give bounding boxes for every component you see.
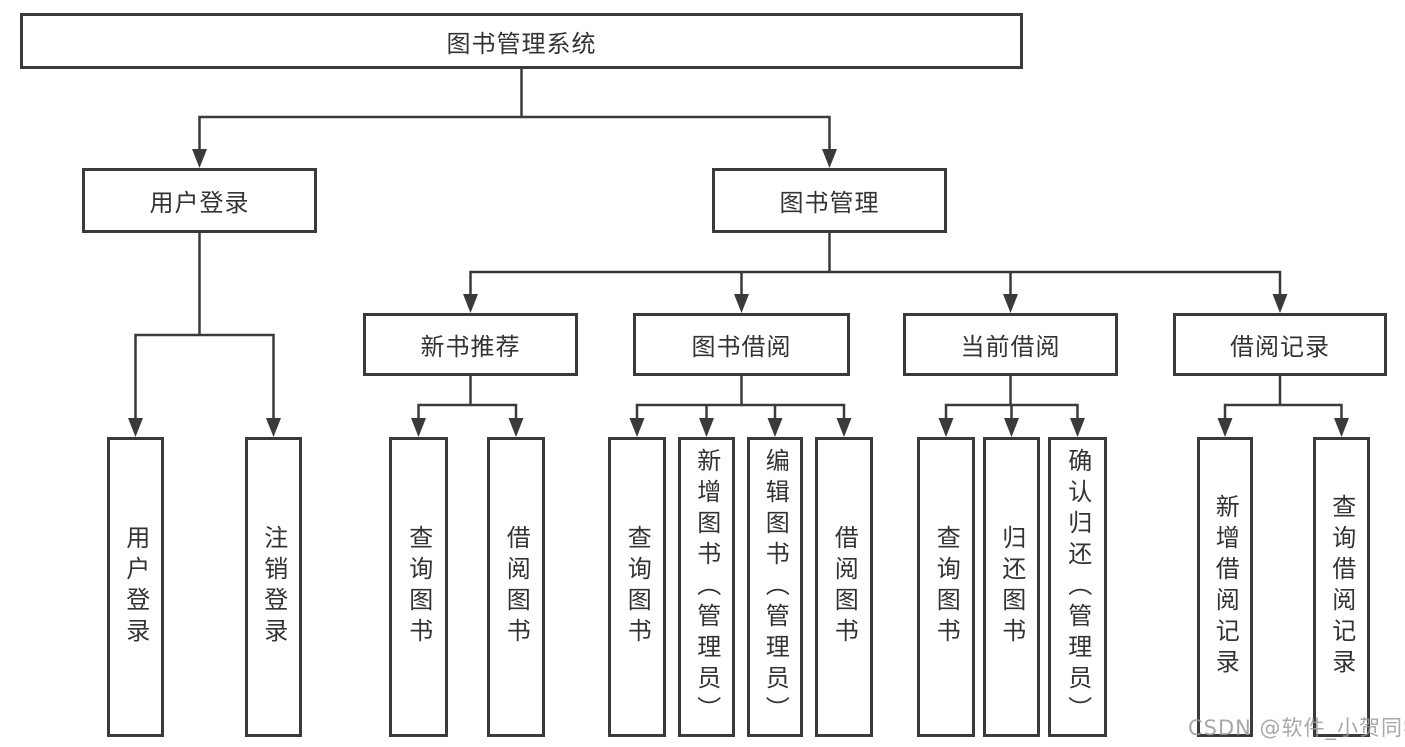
node-user-login-leaf: 用户登录 <box>107 437 164 737</box>
node-query-books-current: 查询图书 <box>917 437 975 737</box>
node-label: 当前借阅 <box>960 333 1061 361</box>
node-new-book-recommend: 新书推荐 <box>363 313 578 376</box>
node-label: 新书推荐 <box>420 333 521 361</box>
node-label: 编辑图书（管理员） <box>761 447 790 727</box>
connector-book-management-children <box>463 233 1288 313</box>
arrow-down-icon <box>699 418 714 437</box>
node-label: 图书管理系统 <box>446 29 597 58</box>
node-label: 图书管理 <box>779 189 880 217</box>
node-library-system: 图书管理系统 <box>20 13 1023 69</box>
arrow-down-icon <box>508 418 524 437</box>
node-borrow-books-leaf: 借阅图书 <box>815 437 873 737</box>
node-label: 新增借阅记录 <box>1211 494 1240 680</box>
node-label: 归还图书 <box>997 525 1026 649</box>
node-query-borrow-record: 查询借阅记录 <box>1313 437 1370 737</box>
arrow-down-icon <box>1334 418 1349 437</box>
node-book-management: 图书管理 <box>712 168 947 233</box>
node-label: 查询借阅记录 <box>1327 494 1356 680</box>
node-label: 借阅图书 <box>830 525 859 649</box>
node-borrow-books-recommend: 借阅图书 <box>487 437 545 737</box>
node-edit-book-admin: 编辑图书（管理员） <box>747 437 803 737</box>
node-query-books-borrow: 查询图书 <box>608 437 666 737</box>
connector-current-borrow-children <box>938 376 1085 437</box>
node-current-borrow: 当前借阅 <box>903 313 1118 376</box>
arrow-down-icon <box>1004 418 1019 437</box>
node-label: 用户登录 <box>121 525 150 649</box>
arrow-down-icon <box>938 418 954 437</box>
arrow-down-icon <box>463 294 478 313</box>
node-label: 新增图书（管理员） <box>692 447 721 727</box>
arrow-down-icon <box>128 418 143 437</box>
node-label: 图书借阅 <box>691 333 792 361</box>
node-borrow-records: 借阅记录 <box>1173 313 1387 376</box>
node-label: 注销登录 <box>259 525 288 649</box>
connector-borrow-records-children <box>1217 376 1349 437</box>
watermark: CSDN @软件_小贺同学 <box>1188 716 1405 740</box>
node-logout-leaf: 注销登录 <box>245 437 302 737</box>
arrow-down-icon <box>1003 294 1018 313</box>
arrow-down-icon <box>1272 294 1288 313</box>
arrow-down-icon <box>629 418 645 437</box>
arrow-down-icon <box>734 294 749 313</box>
node-label: 用户登录 <box>149 189 250 217</box>
node-add-book-admin: 新增图书（管理员） <box>678 437 735 737</box>
node-label: 借阅记录 <box>1230 333 1330 361</box>
node-query-books-recommend: 查询图书 <box>389 437 448 737</box>
node-label: 查询图书 <box>404 525 433 649</box>
node-label: 借阅图书 <box>502 525 531 649</box>
node-label: 确认归还（管理员） <box>1063 447 1092 727</box>
arrow-down-icon <box>1217 418 1233 437</box>
connector-user-login-children <box>128 233 281 437</box>
connector-root-to-level2 <box>192 69 837 168</box>
node-return-book: 归还图书 <box>983 437 1040 737</box>
arrow-down-icon <box>266 418 281 437</box>
node-label: 查询图书 <box>623 525 652 649</box>
node-label: 查询图书 <box>932 525 961 649</box>
arrow-down-icon <box>192 149 207 168</box>
arrow-down-icon <box>1070 418 1085 437</box>
arrow-down-icon <box>822 149 837 168</box>
node-book-borrow: 图书借阅 <box>633 313 850 376</box>
node-confirm-return-admin: 确认归还（管理员） <box>1048 437 1107 737</box>
connector-book-borrow-children <box>629 376 852 437</box>
connector-new-book-recommend-children <box>411 376 524 437</box>
node-user-login: 用户登录 <box>82 168 317 233</box>
arrow-down-icon <box>836 418 852 437</box>
arrow-down-icon <box>411 418 426 437</box>
arrow-down-icon <box>767 418 783 437</box>
node-add-borrow-record: 新增借阅记录 <box>1197 437 1253 737</box>
